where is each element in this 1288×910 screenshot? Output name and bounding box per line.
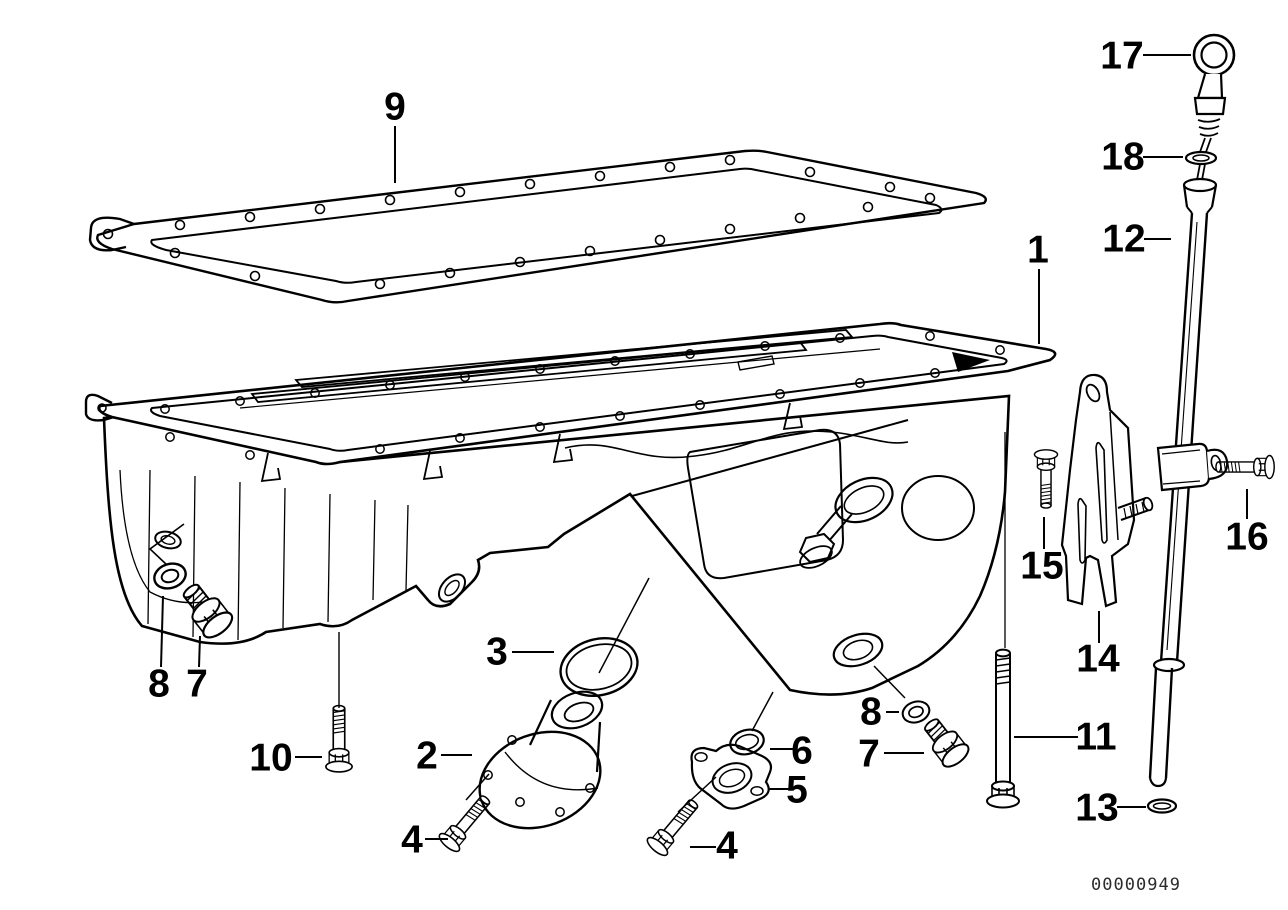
callout-1[interactable]: 1 (1027, 229, 1049, 272)
callout-9[interactable]: 9 (384, 86, 406, 129)
callout-10[interactable]: 10 (249, 737, 292, 780)
callout-7-right[interactable]: 7 (858, 733, 880, 776)
dipstick-drawing (1192, 33, 1236, 181)
o-ring-strainer-drawing (559, 637, 639, 697)
screw-4-right-drawing (643, 793, 706, 860)
callout-15[interactable]: 15 (1020, 545, 1063, 588)
callout-2[interactable]: 2 (416, 735, 438, 778)
bracket-drawing (1060, 373, 1154, 608)
o-ring-13-drawing (1146, 798, 1178, 814)
oil-pan-drawing (84, 321, 1057, 696)
drain-plug-right-drawing (916, 711, 974, 772)
seal-washer-right-drawing (898, 697, 934, 727)
callout-8-left[interactable]: 8 (148, 663, 170, 706)
guide-tube-drawing (1148, 177, 1229, 788)
leader-lines (148, 54, 1248, 848)
callout-8-right[interactable]: 8 (860, 691, 882, 734)
o-ring-small-drawing (729, 728, 765, 756)
oil-pan-gasket-drawing (88, 149, 987, 304)
callout-18[interactable]: 18 (1101, 136, 1144, 179)
screw-10-drawing (325, 704, 353, 773)
callout-17[interactable]: 17 (1100, 35, 1143, 78)
screw-11-drawing (986, 648, 1020, 809)
drawing-number: 00000949 (1091, 875, 1181, 895)
callout-14[interactable]: 14 (1076, 638, 1120, 681)
callout-4-right[interactable]: 4 (716, 825, 738, 868)
cover-gasket-drawing (690, 743, 773, 810)
callout-5[interactable]: 5 (786, 769, 808, 812)
suction-strainer-drawing (478, 690, 604, 830)
oil-sensor-plug-drawing (798, 476, 894, 569)
callout-7-left[interactable]: 7 (186, 663, 208, 706)
callout-11[interactable]: 11 (1075, 716, 1116, 759)
callout-4-left[interactable]: 4 (401, 819, 423, 862)
callout-3[interactable]: 3 (486, 631, 508, 674)
callout-6[interactable]: 6 (791, 730, 813, 773)
screw-15-drawing (1033, 449, 1059, 509)
callout-12[interactable]: 12 (1102, 218, 1145, 261)
dipstick-seal-drawing (1184, 150, 1218, 166)
callout-13[interactable]: 13 (1075, 787, 1118, 830)
callout-16[interactable]: 16 (1225, 516, 1268, 559)
